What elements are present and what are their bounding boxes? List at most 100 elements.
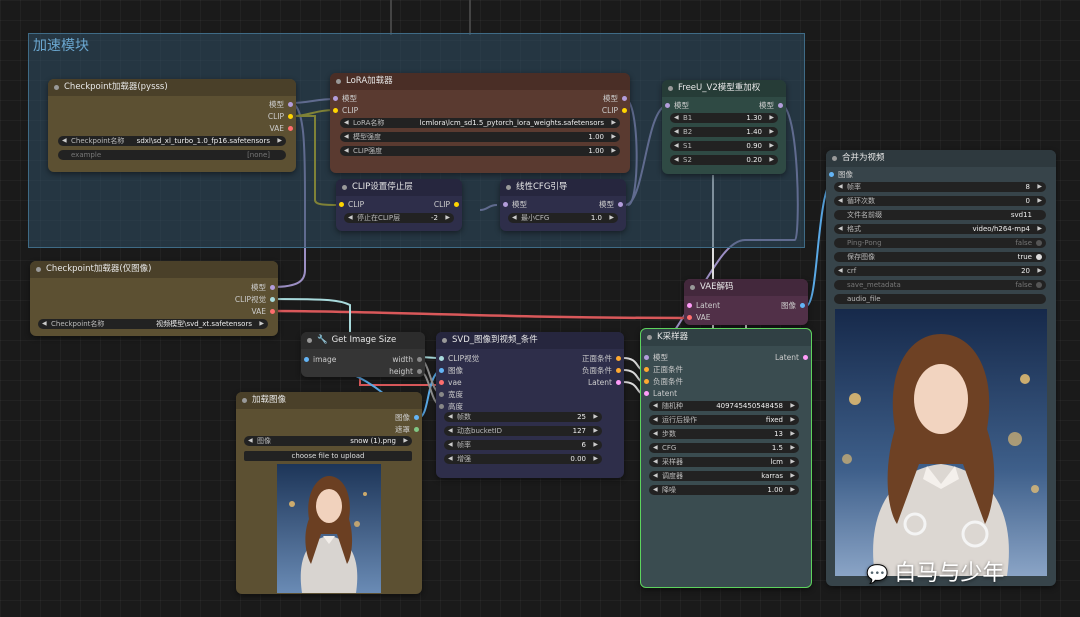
input-clip[interactable]: CLIP — [348, 200, 365, 209]
node-checkpoint-pysss[interactable]: Checkpoint加载器(pysss) 模型 CLIP VAE ◀Checkp… — [48, 79, 296, 172]
arrow-left-icon[interactable]: ◀ — [344, 119, 349, 126]
arrow-right-icon[interactable]: ▶ — [259, 320, 264, 327]
output-mask[interactable]: 遮罩 — [395, 425, 410, 434]
collapse-dot-icon[interactable] — [442, 338, 447, 343]
output-model[interactable]: 模型 — [251, 283, 266, 292]
input-model[interactable]: 模型 — [674, 101, 689, 110]
input-vae[interactable]: vae — [448, 378, 462, 387]
arrow-left-icon[interactable]: ◀ — [838, 267, 843, 274]
input-clip[interactable]: CLIP — [342, 106, 359, 115]
arrow-right-icon[interactable]: ▶ — [769, 114, 774, 121]
collapse-dot-icon[interactable] — [342, 185, 347, 190]
input-model[interactable]: 模型 — [342, 94, 357, 103]
socket-icon[interactable] — [644, 391, 649, 396]
arrow-right-icon[interactable]: ▶ — [790, 444, 795, 451]
socket-icon[interactable] — [270, 285, 275, 290]
output-model[interactable]: 模型 — [603, 94, 618, 103]
arrow-right-icon[interactable]: ▶ — [593, 413, 598, 420]
socket-icon[interactable] — [665, 103, 670, 108]
socket-icon[interactable] — [622, 108, 627, 113]
arrow-right-icon[interactable]: ▶ — [445, 214, 450, 221]
arrow-left-icon[interactable]: ◀ — [653, 472, 658, 479]
socket-icon[interactable] — [800, 303, 805, 308]
input-model[interactable]: 模型 — [653, 353, 668, 362]
arrow-left-icon[interactable]: ◀ — [348, 214, 353, 221]
socket-icon[interactable] — [414, 427, 419, 432]
arrow-left-icon[interactable]: ◀ — [653, 416, 658, 423]
arrow-left-icon[interactable]: ◀ — [674, 142, 679, 149]
arrow-right-icon[interactable]: ▶ — [790, 402, 795, 409]
socket-icon[interactable] — [644, 379, 649, 384]
arrow-left-icon[interactable]: ◀ — [674, 114, 679, 121]
arrow-right-icon[interactable]: ▶ — [1037, 183, 1042, 190]
input-model[interactable]: 模型 — [512, 200, 527, 209]
arrow-left-icon[interactable]: ◀ — [838, 197, 843, 204]
node-vae-decode[interactable]: VAE解码 Latent VAE 图像 — [684, 279, 808, 325]
widget-ckpt-name[interactable]: ◀Checkpoint名称视频模型\svd_xt.safetensors▶ — [38, 319, 268, 329]
arrow-right-icon[interactable]: ▶ — [593, 427, 598, 434]
output-model[interactable]: 模型 — [599, 200, 614, 209]
arrow-right-icon[interactable]: ▶ — [611, 119, 616, 126]
socket-icon[interactable] — [454, 202, 459, 207]
socket-icon[interactable] — [616, 368, 621, 373]
socket-icon[interactable] — [829, 172, 834, 177]
collapse-dot-icon[interactable] — [690, 285, 695, 290]
output-model[interactable]: 模型 — [759, 101, 774, 110]
socket-icon[interactable] — [618, 202, 623, 207]
node-clip-stop-layer[interactable]: CLIP设置停止层 CLIP CLIP ◀停止在CLIP层-2▶ — [336, 179, 462, 231]
output-vae[interactable]: VAE — [251, 307, 266, 316]
arrow-left-icon[interactable]: ◀ — [512, 214, 517, 221]
output-clip[interactable]: CLIP — [433, 200, 450, 209]
widget-audio-file[interactable]: audio_file — [834, 294, 1046, 304]
arrow-right-icon[interactable]: ▶ — [769, 128, 774, 135]
collapse-dot-icon[interactable] — [668, 86, 673, 91]
input-image[interactable]: 图像 — [448, 366, 463, 375]
arrow-left-icon[interactable]: ◀ — [838, 225, 843, 232]
toggle-on-icon[interactable] — [1036, 254, 1042, 260]
input-latent[interactable]: Latent — [696, 301, 721, 310]
arrow-right-icon[interactable]: ▶ — [790, 472, 795, 479]
arrow-right-icon[interactable]: ▶ — [611, 133, 616, 140]
arrow-left-icon[interactable]: ◀ — [42, 320, 47, 327]
socket-icon[interactable] — [439, 356, 444, 361]
arrow-right-icon[interactable]: ▶ — [790, 430, 795, 437]
socket-icon[interactable] — [503, 202, 508, 207]
arrow-left-icon[interactable]: ◀ — [653, 486, 658, 493]
arrow-right-icon[interactable]: ▶ — [1037, 267, 1042, 274]
input-image[interactable]: image — [313, 355, 337, 364]
collapse-dot-icon[interactable] — [336, 79, 341, 84]
socket-icon[interactable] — [288, 126, 293, 131]
input-latent[interactable]: Latent — [653, 389, 678, 398]
arrow-right-icon[interactable]: ▶ — [609, 214, 614, 221]
input-clip-vision[interactable]: CLIP视觉 — [448, 354, 480, 363]
toggle-off-icon[interactable] — [1036, 240, 1042, 246]
output-clip-vision[interactable]: CLIP视觉 — [234, 295, 266, 304]
socket-icon[interactable] — [616, 380, 621, 385]
input-width[interactable]: 宽度 — [448, 390, 463, 399]
arrow-right-icon[interactable]: ▶ — [790, 416, 795, 423]
input-vae[interactable]: VAE — [696, 313, 711, 322]
node-checkpoint-image-only[interactable]: Checkpoint加载器(仅图像) 模型 CLIP视觉 VAE ◀Checkp… — [30, 261, 278, 336]
socket-icon[interactable] — [622, 96, 627, 101]
socket-icon[interactable] — [439, 368, 444, 373]
output-image[interactable]: 图像 — [395, 413, 410, 422]
